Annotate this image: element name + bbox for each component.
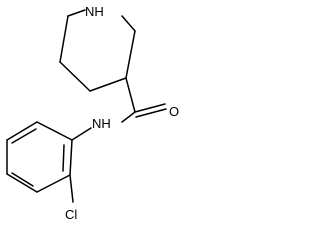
bond-c2-cl: [69, 174, 74, 203]
aromatic-inner-bond-1: [62, 144, 65, 172]
bond-carbonyl-amide-n: [121, 111, 136, 123]
bond-c2-c3: [125, 30, 136, 79]
bond-c6-c1-aryl: [36, 121, 73, 141]
ring-nitrogen-label: NH: [85, 4, 104, 19]
bond-amide-n-c1: [71, 127, 92, 141]
chemical-structure: NH O NH Cl: [6, 4, 179, 222]
amide-nitrogen-label: NH: [92, 116, 111, 131]
bond-nh-c2: [121, 15, 136, 32]
bond-carbonyl-o-1: [134, 103, 166, 113]
piperidine-ring: [59, 9, 136, 92]
bond-c1-c2: [69, 139, 73, 176]
amide-group: [121, 77, 167, 123]
chlorine-label: Cl: [65, 207, 77, 222]
bond-carbonyl-o-2: [135, 108, 167, 118]
carbonyl-oxygen-label: O: [169, 104, 179, 119]
chlorophenyl-ring: [6, 121, 92, 203]
aromatic-inner-bond-2: [11, 172, 34, 187]
bond-c2-c3-aryl: [36, 174, 71, 193]
bond-c3-c4: [89, 77, 127, 92]
bond-c4-c5: [59, 61, 91, 92]
aromatic-inner-bond-3: [11, 128, 37, 144]
bond-c5-c6: [59, 15, 69, 63]
bond-c3-c4-aryl: [6, 173, 38, 193]
bond-c5-c6-aryl: [6, 121, 38, 141]
bond-c6-nh: [67, 9, 86, 17]
bond-c3-carbonyl: [125, 77, 136, 113]
